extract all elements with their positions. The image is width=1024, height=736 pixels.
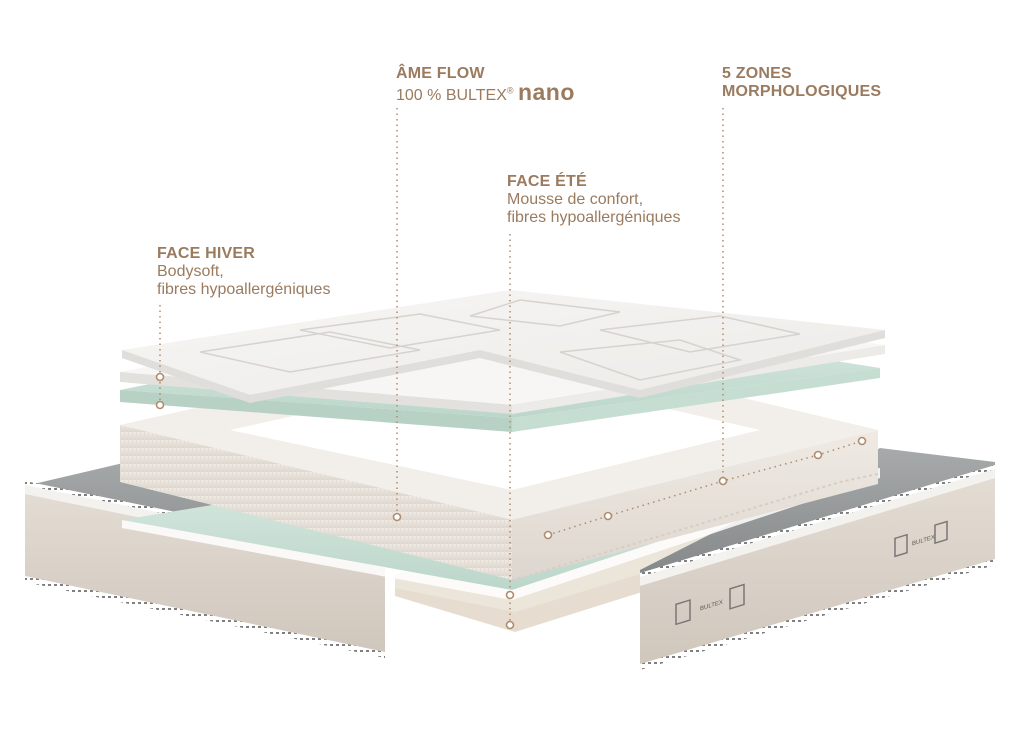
label-ame-flow: ÂME FLOW 100 % BULTEX® nano [396,65,575,106]
label-zones-line2: MORPHOLOGIQUES [722,82,882,100]
label-face-ete-title: FACE ÉTÉ [507,173,587,190]
label-face-ete-line2: fibres hypoallergéniques [507,208,681,226]
top-quilted-layer [122,290,885,403]
label-ame-flow-title: ÂME FLOW [396,65,485,82]
label-ame-flow-prefix: 100 % BULTEX [396,86,507,104]
label-zones: 5 ZONES MORPHOLOGIQUES [722,65,881,101]
label-face-hiver-line1: Bodysoft, [157,262,224,280]
leader-zones-connector [547,440,863,536]
label-face-ete: FACE ÉTÉ Mousse de confort, fibres hypoa… [507,173,680,227]
registered-mark: ® [506,85,514,96]
leader-markers [155,372,867,630]
label-face-ete-line1: Mousse de confort, [507,190,644,208]
label-face-hiver-title: FACE HIVER [157,245,256,262]
leader-lines [159,108,863,625]
label-zones-line1: 5 ZONES [722,65,792,82]
label-face-hiver: FACE HIVER Bodysoft, fibres hypoallergén… [157,245,330,299]
label-face-hiver-line2: fibres hypoallergéniques [157,280,331,298]
cover-right-panel [640,448,995,670]
label-ame-flow-subtitle: 100 % BULTEX® nano [396,78,575,106]
label-nano: nano [517,78,575,105]
